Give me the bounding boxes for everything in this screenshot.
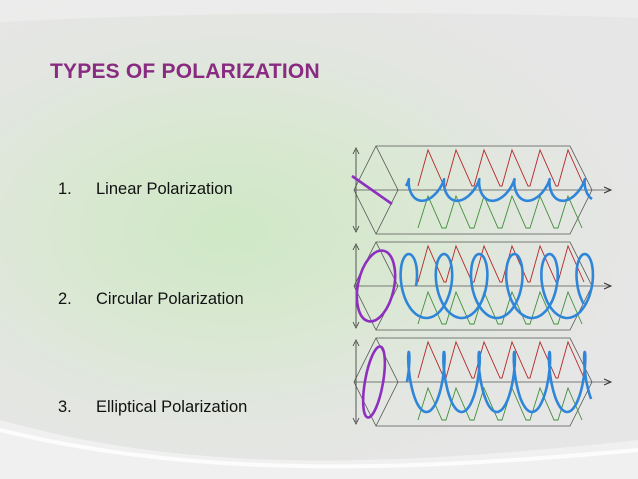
list-item: 2. Circular Polarization: [58, 290, 244, 309]
polarized-wave: [404, 177, 593, 203]
item-number: 3.: [58, 398, 72, 416]
item-label: Circular Polarization: [96, 290, 244, 308]
vertical-axis-arrow-icon: [352, 243, 360, 329]
linear-polarization-marker: [351, 174, 393, 206]
green-field-component: [417, 194, 583, 229]
polarized-wave: [405, 350, 593, 414]
polarized-wave: [399, 252, 595, 320]
green-field-component: [417, 290, 583, 325]
elliptical-polarization-marker: [361, 345, 387, 419]
item-number: 1.: [58, 180, 72, 198]
green-field-component: [417, 386, 583, 421]
vertical-axis-arrow-icon: [352, 339, 360, 425]
item-label: Elliptical Polarization: [96, 398, 248, 416]
axis-arrow-icon: [603, 186, 613, 194]
polarization-waves-illustration: [351, 145, 613, 427]
axis-arrow-icon: [603, 282, 613, 290]
item-number: 2.: [58, 290, 72, 308]
red-field-component: [417, 244, 585, 283]
slide-title: TYPES OF POLARIZATION: [50, 60, 320, 83]
wave-box-outline: [353, 145, 610, 235]
vertical-axis-arrow-icon: [352, 147, 360, 233]
circular-polarization-marker: [355, 249, 397, 323]
list-item: 1. Linear Polarization: [58, 180, 233, 199]
axis-arrow-icon: [603, 378, 613, 386]
list-item: 3. Elliptical Polarization: [58, 398, 247, 417]
red-field-component: [417, 148, 585, 187]
item-label: Linear Polarization: [96, 180, 233, 198]
